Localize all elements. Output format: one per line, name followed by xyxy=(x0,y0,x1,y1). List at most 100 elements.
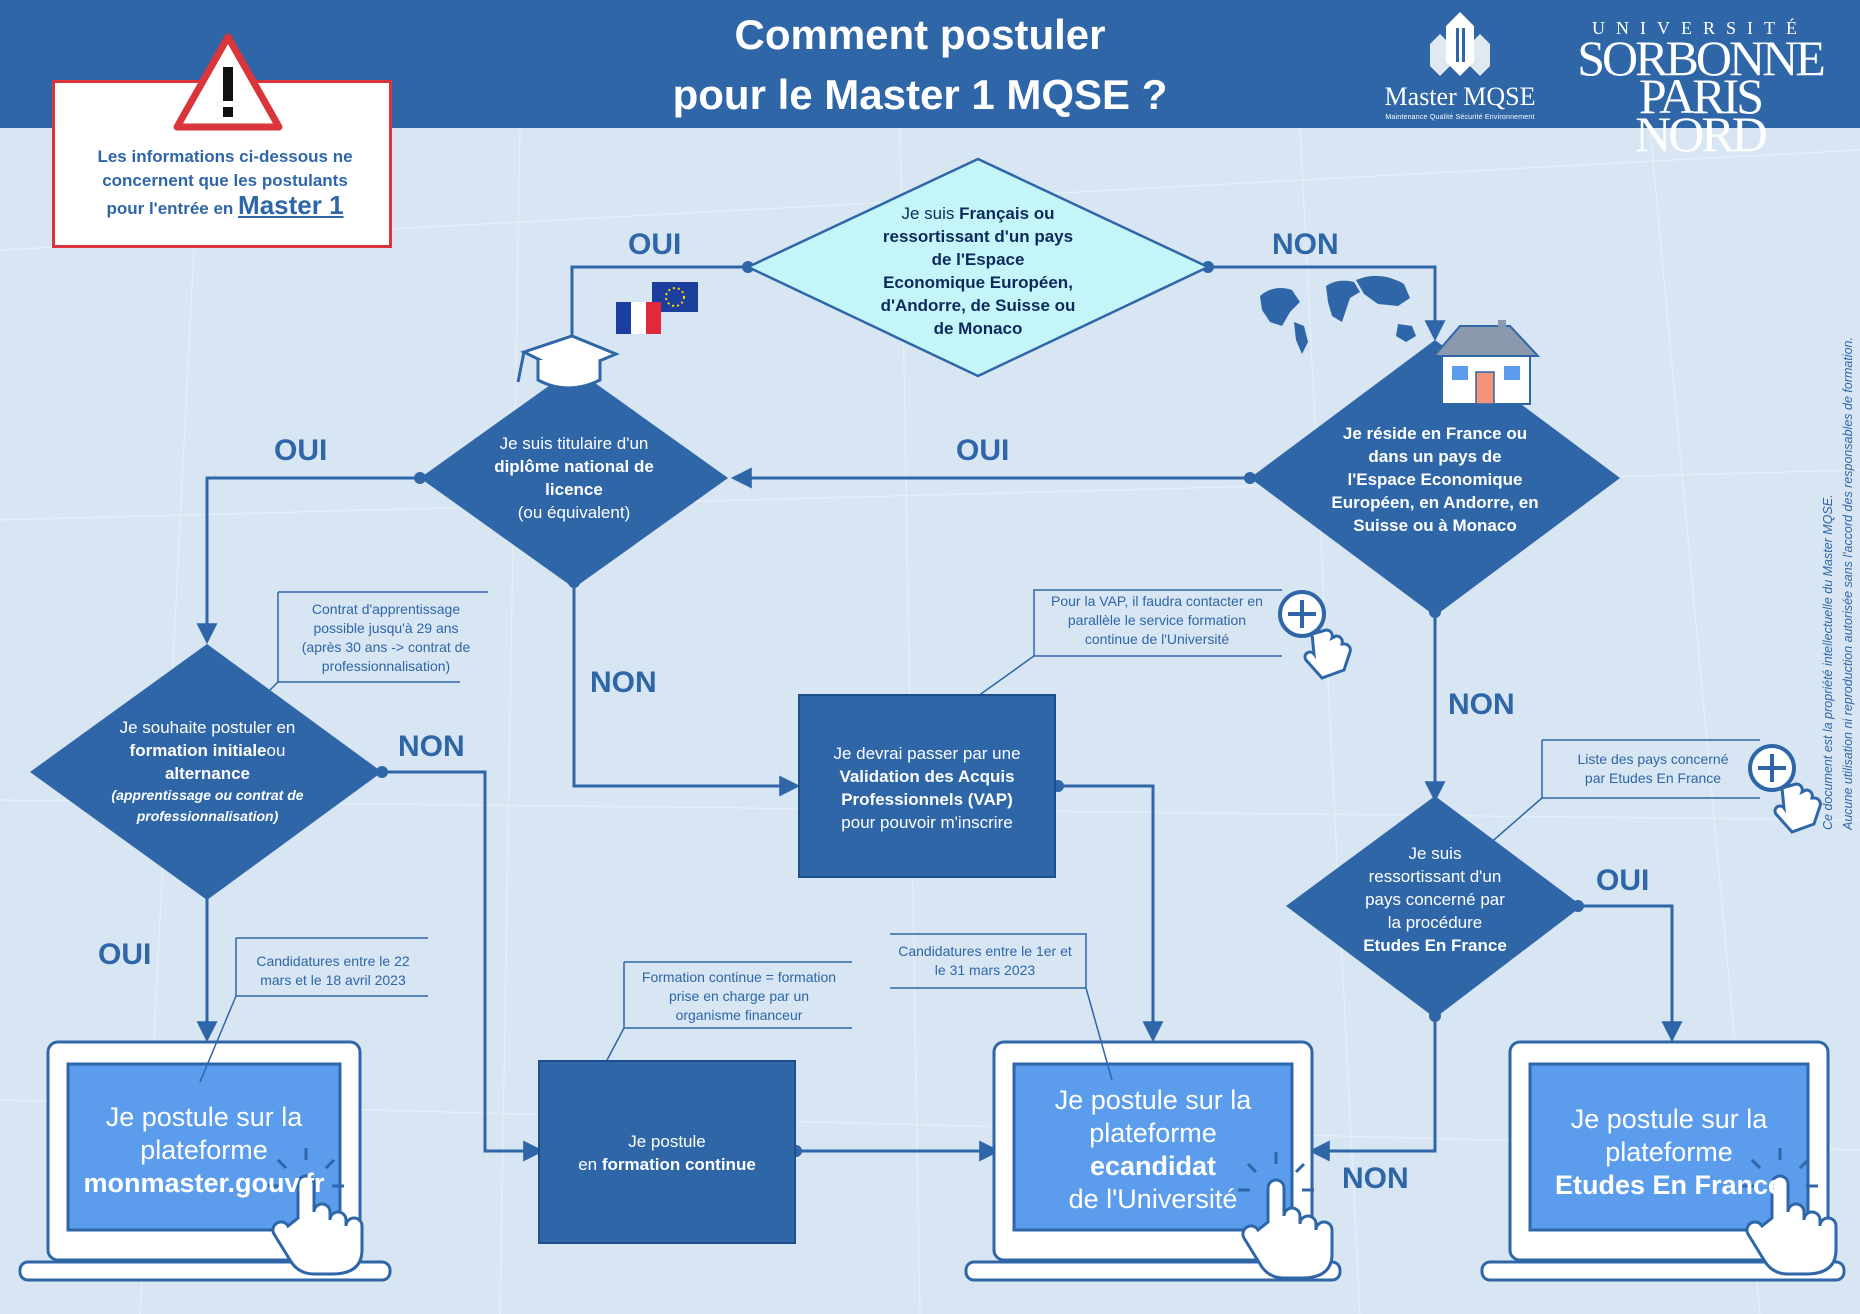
eef-line1: Je suis xyxy=(1408,844,1462,863)
eef-decision-text: Je suis ressortissant d'un pays concerné… xyxy=(1340,842,1530,957)
label-oui-residence: OUI xyxy=(956,434,1010,467)
note-apprentissage-line: possible jusqu'à 29 ans xyxy=(313,620,459,636)
note-pays-line: Liste des pays concerné xyxy=(1577,751,1729,767)
degree-diamond xyxy=(420,368,728,588)
callout-leaders xyxy=(199,589,1760,1097)
warning-box: Les informations ci-dessous ne concernen… xyxy=(52,33,392,248)
warning-icon xyxy=(173,33,283,131)
plus-hand-icon xyxy=(1278,590,1352,680)
formation-line1: Je souhaite postuler en xyxy=(119,718,296,737)
formation-diamond xyxy=(30,644,382,900)
monmaster-line2: plateforme xyxy=(140,1135,268,1165)
continue-text: Je postule en formation continue xyxy=(548,1130,786,1176)
degree-bold2: licence xyxy=(545,480,603,499)
label-non-formation: NON xyxy=(398,730,465,763)
side-text-line2: Aucune utilisation ni reproduction autor… xyxy=(1841,337,1855,830)
label-non-degree: NON xyxy=(590,666,657,699)
label-oui-eef: OUI xyxy=(1596,864,1650,897)
degree-line4: (ou équivalent) xyxy=(517,503,631,522)
formation-text: Je souhaite postuler en formation initia… xyxy=(80,716,335,827)
laptop-ecandidat xyxy=(964,1040,1342,1282)
citizenship-diamond xyxy=(745,157,1211,378)
usp-logo-line2: PARIS NORD xyxy=(1635,68,1768,162)
vap-bold2: Professionnels (VAP) xyxy=(841,790,1013,809)
note-ecandidat-dates: Candidatures entre le 1er et le 31 mars … xyxy=(886,942,1084,980)
vap-bold1: Validation des Acquis xyxy=(839,767,1015,786)
citizenship-bold6: de Monaco xyxy=(933,319,1023,338)
usp-logo-line1: SORBONNE xyxy=(1577,30,1825,86)
monmaster-bold: monmaster.gouv.fr xyxy=(83,1168,325,1198)
note-vap-line: parallèle le service formation xyxy=(1067,612,1247,628)
warning-line1: Les informations ci-dessous ne xyxy=(97,147,353,166)
eef-line4: la procédure xyxy=(1387,913,1483,932)
ecandidat-line1: Je postule sur la xyxy=(1054,1085,1252,1115)
formation-bold1: formation initiale xyxy=(129,741,267,760)
continue-line1: Je postule xyxy=(628,1132,706,1151)
monmaster-line1: Je postule sur la xyxy=(105,1102,303,1132)
formation-bold2: alternance xyxy=(164,764,251,783)
plus-hand-icon xyxy=(1748,744,1822,834)
residence-prefix: Je xyxy=(1342,424,1362,443)
eef-diamond xyxy=(1286,796,1582,1018)
residence-text: Je réside en France ou dans un pays de l… xyxy=(1310,422,1560,537)
warning-highlight: Master 1 xyxy=(238,190,344,220)
degree-bold1: diplôme national de xyxy=(494,457,654,476)
note-ecandidat-line: Candidatures entre le 1er et xyxy=(898,943,1072,959)
pointer-hand-icon xyxy=(1742,1148,1838,1276)
note-continue-line: prise en charge par un xyxy=(668,988,810,1004)
flag-france-icon xyxy=(616,302,661,334)
note-continue-line: organisme financeur xyxy=(675,1007,803,1023)
note-pays: Liste des pays concerné par Etudes En Fr… xyxy=(1548,750,1758,788)
mqse-logo-icon xyxy=(1430,12,1490,76)
page-title-line2: pour le Master 1 MQSE ? xyxy=(672,71,1168,118)
page-title-line1: Comment postuler xyxy=(734,11,1106,58)
note-continue-line: Formation continue = formation xyxy=(641,969,837,985)
label-oui-citizenship: OUI xyxy=(628,228,682,261)
label-oui-formation: OUI xyxy=(98,938,152,971)
pointer-hand-icon xyxy=(1238,1152,1334,1280)
eef-screen-line1: Je postule sur la xyxy=(1570,1104,1768,1134)
eef-line2: ressortissant d'un xyxy=(1368,867,1502,886)
continue-prefix: en xyxy=(578,1155,598,1174)
vap-line1: Je devrai passer par une xyxy=(833,744,1021,763)
warning-line3: pour l'entrée en xyxy=(106,199,234,218)
formation-italic2: professionnalisation) xyxy=(136,808,279,824)
eef-line3: pays concerné par xyxy=(1365,890,1505,909)
ecandidat-line4: de l'Université xyxy=(1068,1184,1238,1214)
residence-bold4: Européen, en Andorre, en xyxy=(1331,493,1539,512)
master-mqse-logo: Master MQSE Maintenance Qualité Sécurité… xyxy=(1370,10,1550,121)
ecandidat-screen-text: Je postule sur la plateforme ecandidat d… xyxy=(1014,1084,1292,1216)
residence-bold3: l'Espace Economique xyxy=(1347,470,1523,489)
note-pays-line: par Etudes En France xyxy=(1584,770,1722,786)
note-apprentissage-line: (après 30 ans -> contrat de xyxy=(301,639,471,655)
note-monmaster-line: mars et le 18 avril 2023 xyxy=(260,972,406,988)
laptop-monmaster xyxy=(18,1040,392,1282)
world-map-icon xyxy=(1260,275,1416,354)
degree-line1: Je suis titulaire d'un xyxy=(499,434,649,453)
vap-line4: pour pouvoir m'inscrire xyxy=(841,813,1013,832)
side-text-line1: Ce document est la propriété intellectue… xyxy=(1821,494,1835,830)
citizenship-bold2: ressortissant d'un pays xyxy=(882,227,1074,246)
label-non-citizenship: NON xyxy=(1272,228,1339,261)
citizenship-bold3: de l'Espace xyxy=(931,250,1025,269)
continue-bold1: formation continue xyxy=(601,1155,756,1174)
note-continue-definition: Formation continue = formation prise en … xyxy=(628,968,850,1025)
note-monmaster-line: Candidatures entre le 22 xyxy=(256,953,410,969)
laptop-eef xyxy=(1480,1040,1846,1282)
connector-lines xyxy=(196,265,1683,1162)
note-apprentissage-line: Contrat d'apprentissage xyxy=(311,601,461,617)
label-non-eef: NON xyxy=(1342,1162,1409,1195)
ecandidat-bold: ecandidat xyxy=(1089,1151,1217,1181)
mqse-logo-name: Master MQSE xyxy=(1384,82,1536,111)
citizenship-bold5: d'Andorre, de Suisse ou xyxy=(880,296,1076,315)
monmaster-screen-text: Je postule sur la plateforme monmaster.g… xyxy=(68,1101,340,1200)
usp-logo: UNIVERSITÉ SORBONNE PARIS NORD xyxy=(1575,18,1825,162)
pointer-hand-icon xyxy=(268,1148,364,1276)
formation-italic1: (apprentissage ou contrat de xyxy=(111,787,304,803)
house-icon xyxy=(1431,320,1541,405)
residence-diamond xyxy=(1250,340,1620,616)
eef-screen-line2: plateforme xyxy=(1605,1137,1733,1167)
note-apprentissage: Contrat d'apprentissage possible jusqu'à… xyxy=(284,600,488,676)
copyright-side-text: Ce document est la propriété intellectue… xyxy=(1821,337,1855,830)
